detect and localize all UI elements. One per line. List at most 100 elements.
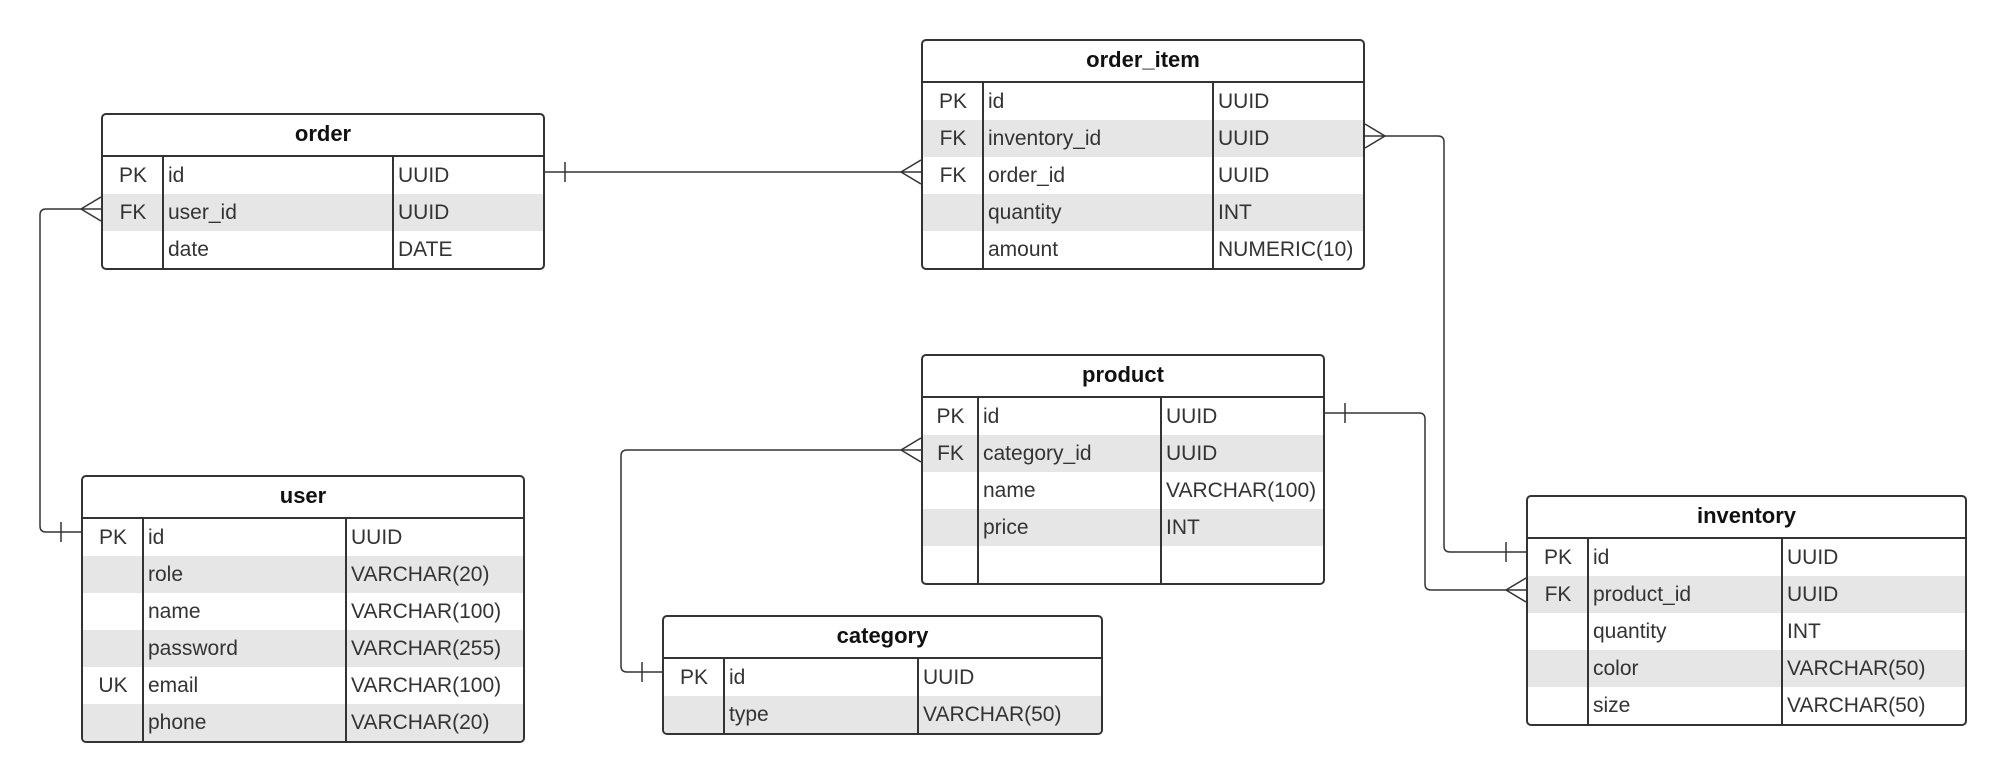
entity-title: product <box>923 356 1323 398</box>
field-key: FK <box>939 127 967 150</box>
field-key: PK <box>98 526 127 549</box>
field-key <box>1528 613 1588 650</box>
field-row: FK product_id UUID <box>1528 576 1965 613</box>
field-name: price <box>983 516 1029 539</box>
field-key: PK <box>936 405 965 428</box>
field-name: name <box>983 479 1036 502</box>
field-name: phone <box>148 711 207 734</box>
field-type: UUID <box>1787 583 1839 606</box>
field-key: PK <box>1543 546 1572 569</box>
key-column-divider <box>162 157 164 268</box>
field-type: UUID <box>1166 405 1218 428</box>
field-key: PK <box>118 164 147 187</box>
field-name: quantity <box>988 201 1062 224</box>
field-name: email <box>148 674 199 697</box>
field-type: UUID <box>1218 164 1270 187</box>
field-name: id <box>1593 546 1610 569</box>
field-key <box>923 194 983 231</box>
entity-title: order <box>103 115 543 157</box>
field-key <box>1528 687 1588 724</box>
rel-product-to-inventory <box>1325 403 1527 603</box>
key-column-divider <box>1587 539 1589 724</box>
field-key: FK <box>937 442 964 465</box>
field-name: size <box>1593 694 1631 717</box>
field-type: UUID <box>351 526 403 549</box>
field-type: VARCHAR(100) <box>351 674 502 697</box>
field-row: name VARCHAR(100) <box>83 593 523 630</box>
field-name: password <box>148 637 238 660</box>
field-key <box>664 696 724 733</box>
key-column-divider <box>977 398 979 583</box>
field-name: category_id <box>983 442 1092 465</box>
field-name: order_id <box>988 164 1066 187</box>
field-type: UUID <box>1218 127 1270 150</box>
field-type <box>1161 546 1323 583</box>
field-row: type VARCHAR(50) <box>664 696 1101 733</box>
field-name: id <box>729 666 746 689</box>
field-type: VARCHAR(50) <box>1787 694 1926 717</box>
field-key: FK <box>939 164 967 187</box>
field-name: type <box>729 703 769 726</box>
field-key <box>923 231 983 268</box>
field-name: product_id <box>1593 583 1692 606</box>
field-type: VARCHAR(100) <box>351 600 502 623</box>
rel-inventory-to-order-item <box>1364 123 1526 562</box>
field-row: FK category_id UUID <box>923 435 1323 472</box>
field-type: INT <box>1787 620 1821 643</box>
key-column-divider <box>723 659 725 733</box>
field-type: UUID <box>1787 546 1839 569</box>
field-type: VARCHAR(50) <box>1787 657 1926 680</box>
field-type: VARCHAR(20) <box>351 711 490 734</box>
type-column-divider <box>1781 539 1783 724</box>
field-name: date <box>168 238 209 261</box>
rel-user-to-order <box>39 196 102 542</box>
field-name: role <box>148 563 184 586</box>
key-column-divider <box>142 519 144 741</box>
field-type: VARCHAR(50) <box>923 703 1062 726</box>
field-type: VARCHAR(255) <box>351 637 502 660</box>
field-name: amount <box>988 238 1059 261</box>
field-row: name VARCHAR(100) <box>923 472 1323 509</box>
field-type: UUID <box>923 666 975 689</box>
rel-category-to-product <box>620 437 922 682</box>
field-type: UUID <box>1166 442 1218 465</box>
field-type: DATE <box>398 238 453 261</box>
field-name <box>978 546 1161 583</box>
field-type: UUID <box>398 201 450 224</box>
type-column-divider <box>1160 398 1162 583</box>
field-type: NUMERIC(10) <box>1218 238 1354 261</box>
field-type: VARCHAR(100) <box>1166 479 1317 502</box>
field-name: id <box>168 164 185 187</box>
field-name: name <box>148 600 201 623</box>
field-key: FK <box>1544 583 1572 606</box>
field-name: color <box>1593 657 1639 680</box>
field-key <box>103 231 163 268</box>
entity-title: order_item <box>923 41 1363 83</box>
type-column-divider <box>345 519 347 741</box>
field-key <box>923 509 978 546</box>
field-name: id <box>988 90 1005 113</box>
type-column-divider <box>392 157 394 268</box>
field-name: quantity <box>1593 620 1667 643</box>
key-column-divider <box>982 83 984 268</box>
field-name: inventory_id <box>988 127 1102 150</box>
field-name: id <box>148 526 165 549</box>
